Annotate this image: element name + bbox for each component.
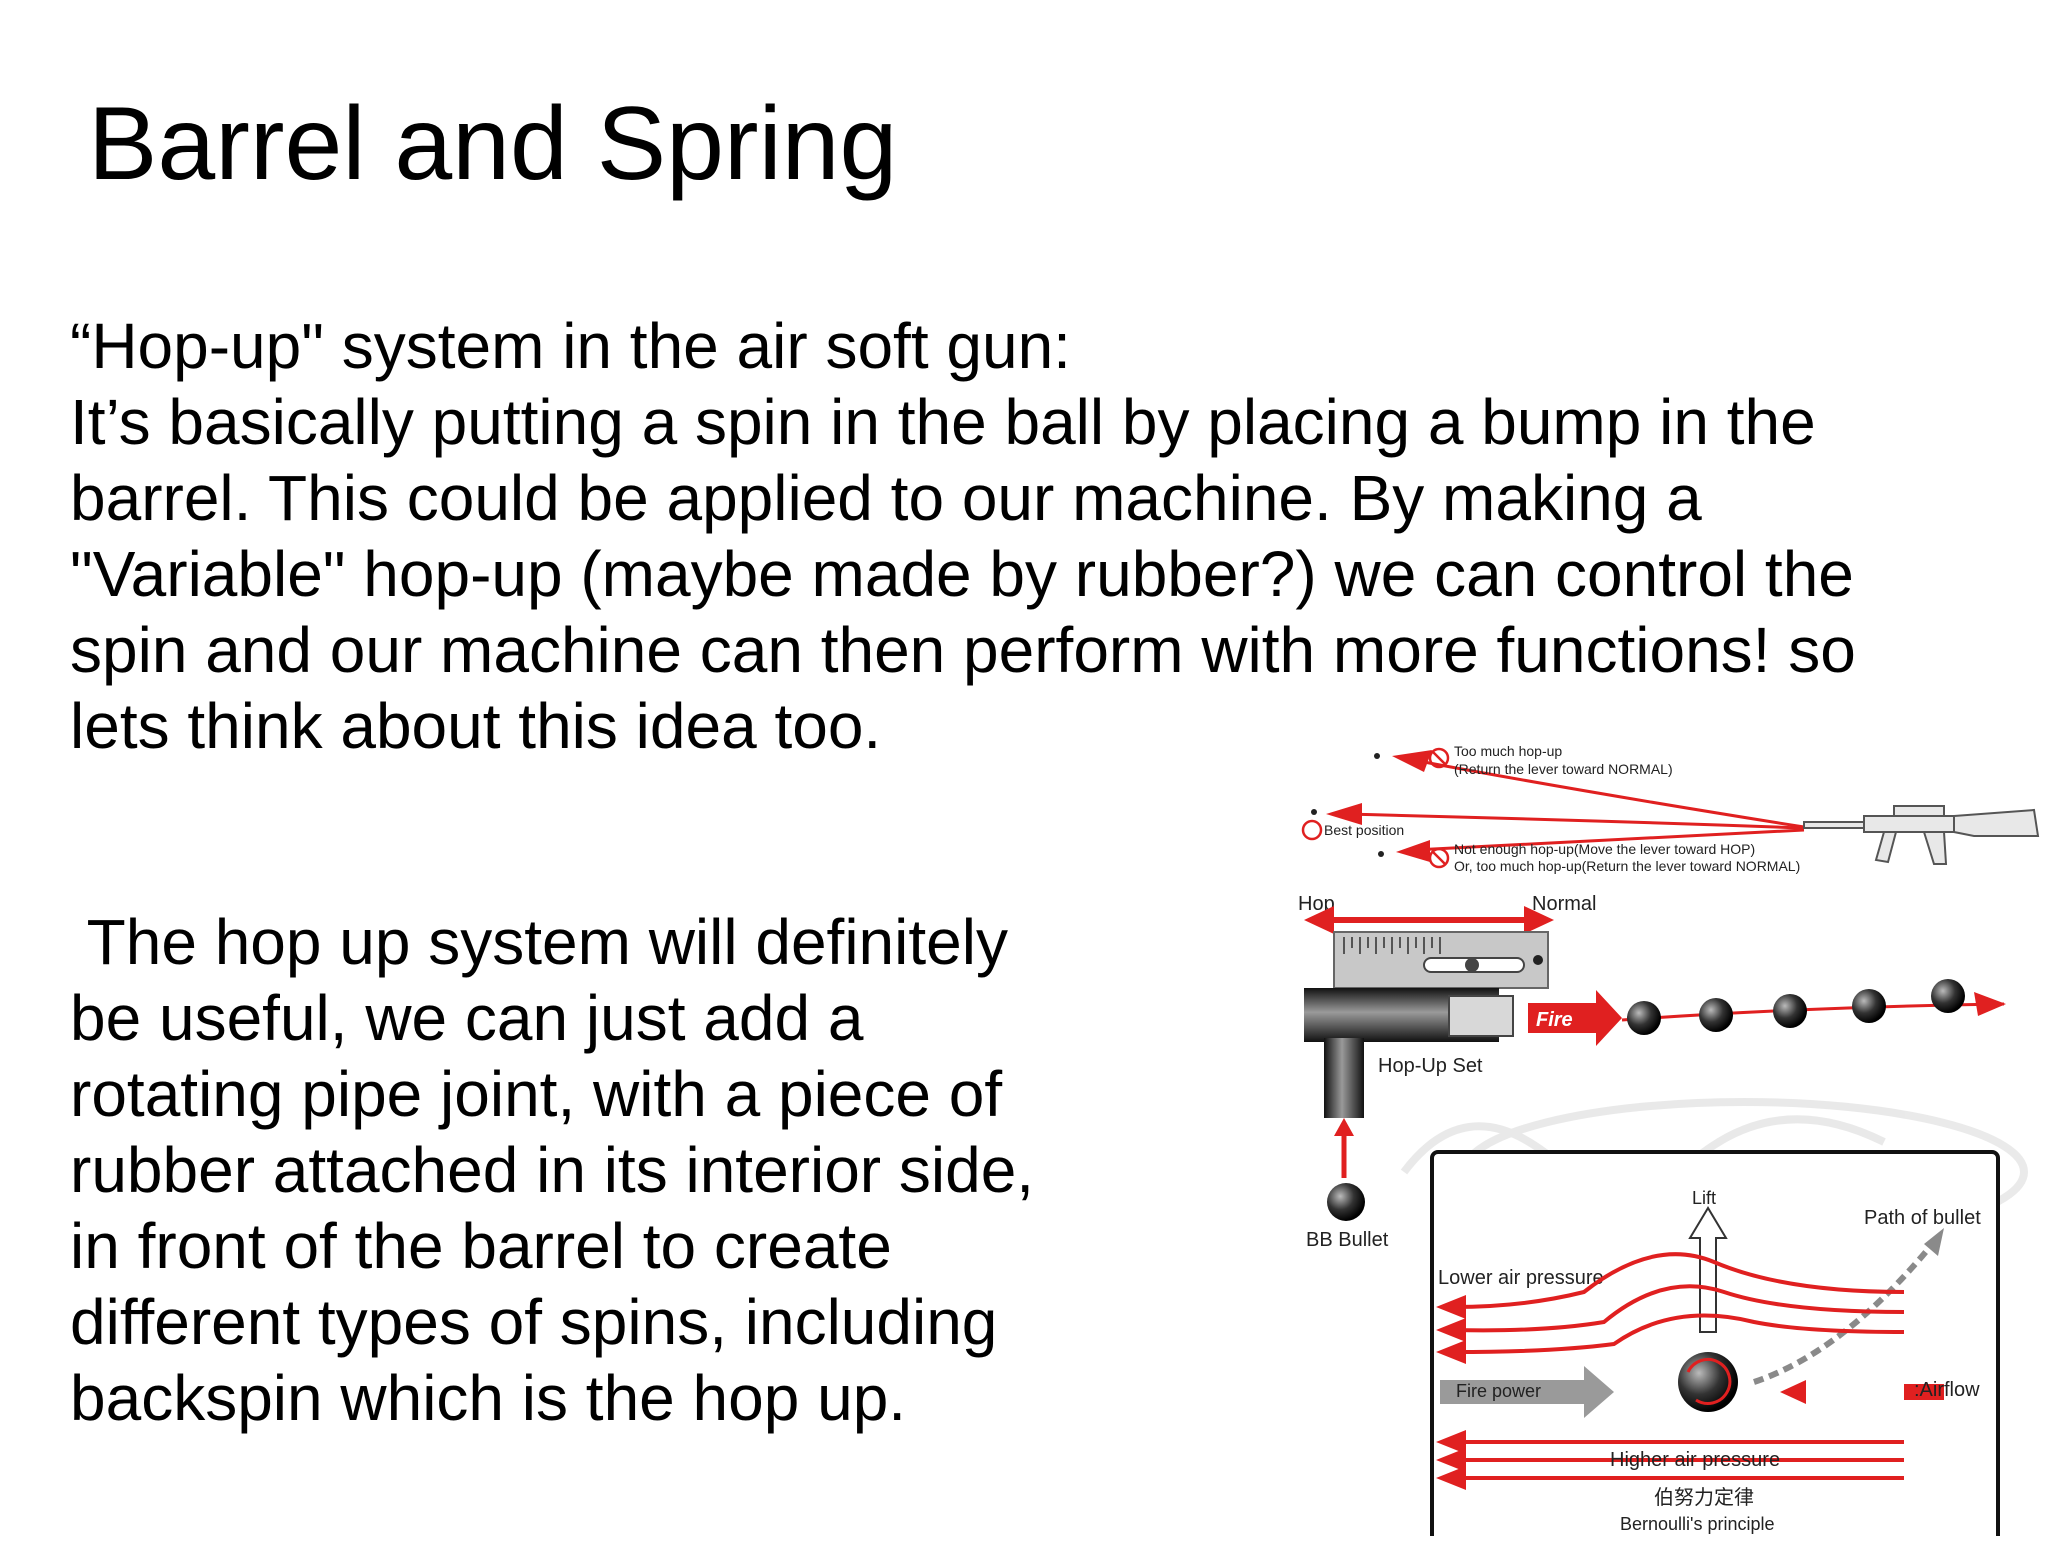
trajectory-section: Too much hop-up (Return the lever toward… <box>1301 743 2040 874</box>
airflow-label: :Airflow <box>1914 1379 1980 1401</box>
feed-arrowhead <box>1334 1118 1354 1136</box>
text-line: in front of the barrel to create <box>70 1210 892 1282</box>
text-line: It’s basically putting a spin in the bal… <box>70 386 1816 458</box>
hop-up-application-paragraph: The hop up system will definitely be use… <box>70 904 1170 1436</box>
hop-up-intro-paragraph: “Hop-up" system in the air soft gun: It’… <box>70 308 2030 764</box>
text-line: lets think about this idea too. <box>70 690 882 762</box>
fire-power-arrow <box>1440 1366 1614 1418</box>
fire-power-label: Fire power <box>1456 1381 1541 1401</box>
adjuster-screw <box>1465 958 1479 972</box>
no-symbol-icon <box>1428 747 1450 769</box>
too-much-hop-note: (Return the lever toward NORMAL) <box>1454 761 1673 777</box>
lift-arrow <box>1688 1206 1728 1333</box>
path-arrowhead <box>1924 1228 1944 1256</box>
text-line: be useful, we can just add a <box>70 982 864 1054</box>
text-line: backspin which is the hop up. <box>70 1362 907 1434</box>
slide-title: Barrel and Spring <box>88 86 898 202</box>
bb-dot <box>1378 851 1384 857</box>
text-line: barrel. This could be applied to our mac… <box>70 462 1702 534</box>
fire-label: Fire <box>1536 1009 1573 1031</box>
fire-arrow <box>1528 990 1622 1046</box>
bernoulli-box: Lift Path of bullet Lower air pressure <box>1430 1150 2000 1541</box>
spin-arrow <box>1686 1358 1732 1405</box>
rifle-icon <box>1803 805 2040 865</box>
hop-label: Hop <box>1298 893 1335 915</box>
arrowhead-right <box>1524 906 1554 934</box>
bb-bullet-ball <box>1327 1183 1365 1221</box>
text-line: rotating pipe joint, with a piece of <box>70 1058 1003 1130</box>
higher-air-pressure-label: Higher air pressure <box>1610 1449 1780 1471</box>
airflow-arrowheads <box>1436 1295 1466 1490</box>
too-much-hop-arrow <box>1423 760 1805 829</box>
bb-pellet <box>1627 1001 1661 1035</box>
not-enough-hop-label: Not enough hop-up(Move the lever toward … <box>1454 841 1755 857</box>
text-line: different types of spins, including <box>70 1286 998 1358</box>
bernoulli-caption: Bernoulli's principle <box>1620 1514 1775 1534</box>
airflow-arrow <box>1796 1384 1944 1400</box>
airflow-lines <box>1453 1252 1905 1480</box>
airflow-arrowhead <box>1780 1380 1806 1404</box>
too-much-hop-label: Too much hop-up <box>1454 743 1562 759</box>
hop-up-set-section: Hop Normal Hop-Up Set Fire <box>1298 893 2006 1251</box>
not-enough-hop-arrowhead <box>1396 840 1430 862</box>
too-much-hop-arrowhead <box>1392 750 1432 772</box>
barrel-stem <box>1324 1038 1364 1118</box>
adjuster-pin <box>1533 955 1543 965</box>
barrel-end <box>1448 995 1514 1037</box>
chinese-caption: 伯努力定律 <box>1654 1486 1754 1509</box>
trajectory-arrowhead <box>1974 992 2006 1016</box>
adjuster-ticks <box>1343 937 1441 954</box>
not-enough-hop-arrow <box>1413 828 1805 852</box>
bb-dot <box>1374 753 1380 759</box>
bb-bullet-label: BB Bullet <box>1306 1229 1389 1251</box>
best-position-arrow <box>1343 812 1805 830</box>
path-of-bullet-label: Path of bullet <box>1864 1207 1981 1229</box>
hop-up-diagram: Too much hop-up (Return the lever toward… <box>1284 732 2048 1541</box>
text-line: The hop up system will definitely <box>70 906 1008 978</box>
no-symbol-slash <box>1432 751 1446 765</box>
bb-pellet <box>1699 998 1733 1032</box>
text-line: “Hop-up" system in the air soft gun: <box>70 310 1071 382</box>
bb-pellet <box>1852 989 1886 1023</box>
lower-air-pressure-label: Lower air pressure <box>1438 1267 1604 1289</box>
bb-pellet <box>1773 994 1807 1028</box>
normal-label: Normal <box>1532 893 1596 915</box>
text-line: spin and our machine can then perform wi… <box>70 614 1856 686</box>
no-symbol-slash <box>1432 851 1446 865</box>
lift-label: Lift <box>1692 1188 1716 1208</box>
best-position-arrowhead <box>1326 803 1362 825</box>
text-line: "Variable" hop-up (maybe made by rubber?… <box>70 538 1854 610</box>
hop-up-set-label: Hop-Up Set <box>1378 1055 1483 1077</box>
bb-dot <box>1311 809 1317 815</box>
best-position-label: Best position <box>1324 822 1404 838</box>
ok-circle-icon <box>1301 819 1323 841</box>
not-enough-hop-note: Or, too much hop-up(Return the lever tow… <box>1454 858 1800 874</box>
no-symbol-icon <box>1428 847 1450 869</box>
bb-pellet <box>1931 979 1965 1013</box>
text-line: rubber attached in its interior side, <box>70 1134 1035 1206</box>
arrowhead-left <box>1304 906 1334 934</box>
